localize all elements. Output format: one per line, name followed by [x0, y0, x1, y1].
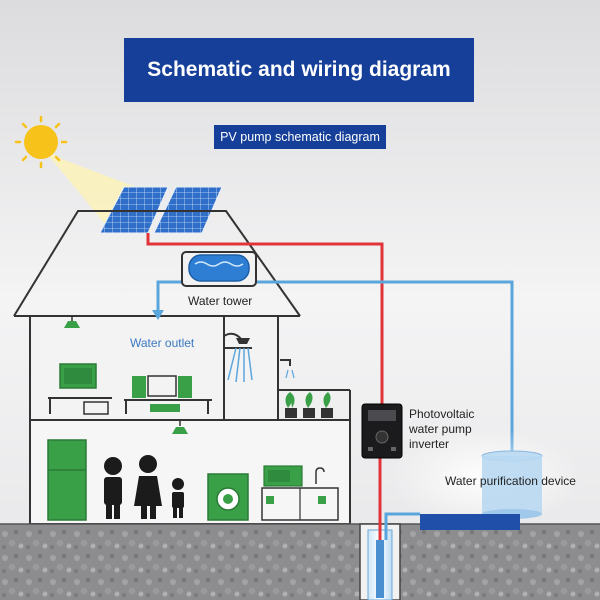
family-icon: [104, 455, 184, 519]
inverter-label-line-1: Photovoltaic: [409, 407, 475, 421]
water-tower-icon: [181, 251, 257, 287]
shower-icon: [223, 332, 253, 383]
faucet-icon: [280, 359, 295, 379]
inverter-label-line-3: inverter: [409, 437, 450, 451]
tv-icon: [48, 363, 112, 415]
fridge-icon: [47, 439, 87, 521]
purification-label: Water purification device: [445, 474, 576, 488]
water-well: [359, 523, 401, 600]
water-tower-label: Water tower: [188, 294, 253, 308]
washing-machine-icon: [207, 473, 249, 521]
inverter-label-line-2: water pump: [409, 422, 472, 436]
ground: [0, 524, 600, 600]
lamp-icon: [64, 316, 80, 328]
power-wire: [146, 233, 384, 404]
page-title: Schematic and wiring diagram: [147, 58, 451, 81]
subtitle-banner: PV pump schematic diagram: [214, 125, 386, 149]
water-outlet-label: Water outlet: [130, 336, 195, 350]
kitchen-icon: [261, 465, 339, 521]
page-subtitle: PV pump schematic diagram: [220, 130, 380, 144]
water-pipe: [156, 280, 514, 540]
water-purification-device: [390, 428, 582, 530]
potted-plants-icon: [285, 392, 333, 418]
stereo-icon: [124, 375, 212, 414]
lamp-icon: [172, 420, 188, 434]
title-banner: Schematic and wiring diagram: [124, 38, 474, 102]
inverter-icon: [361, 403, 403, 459]
